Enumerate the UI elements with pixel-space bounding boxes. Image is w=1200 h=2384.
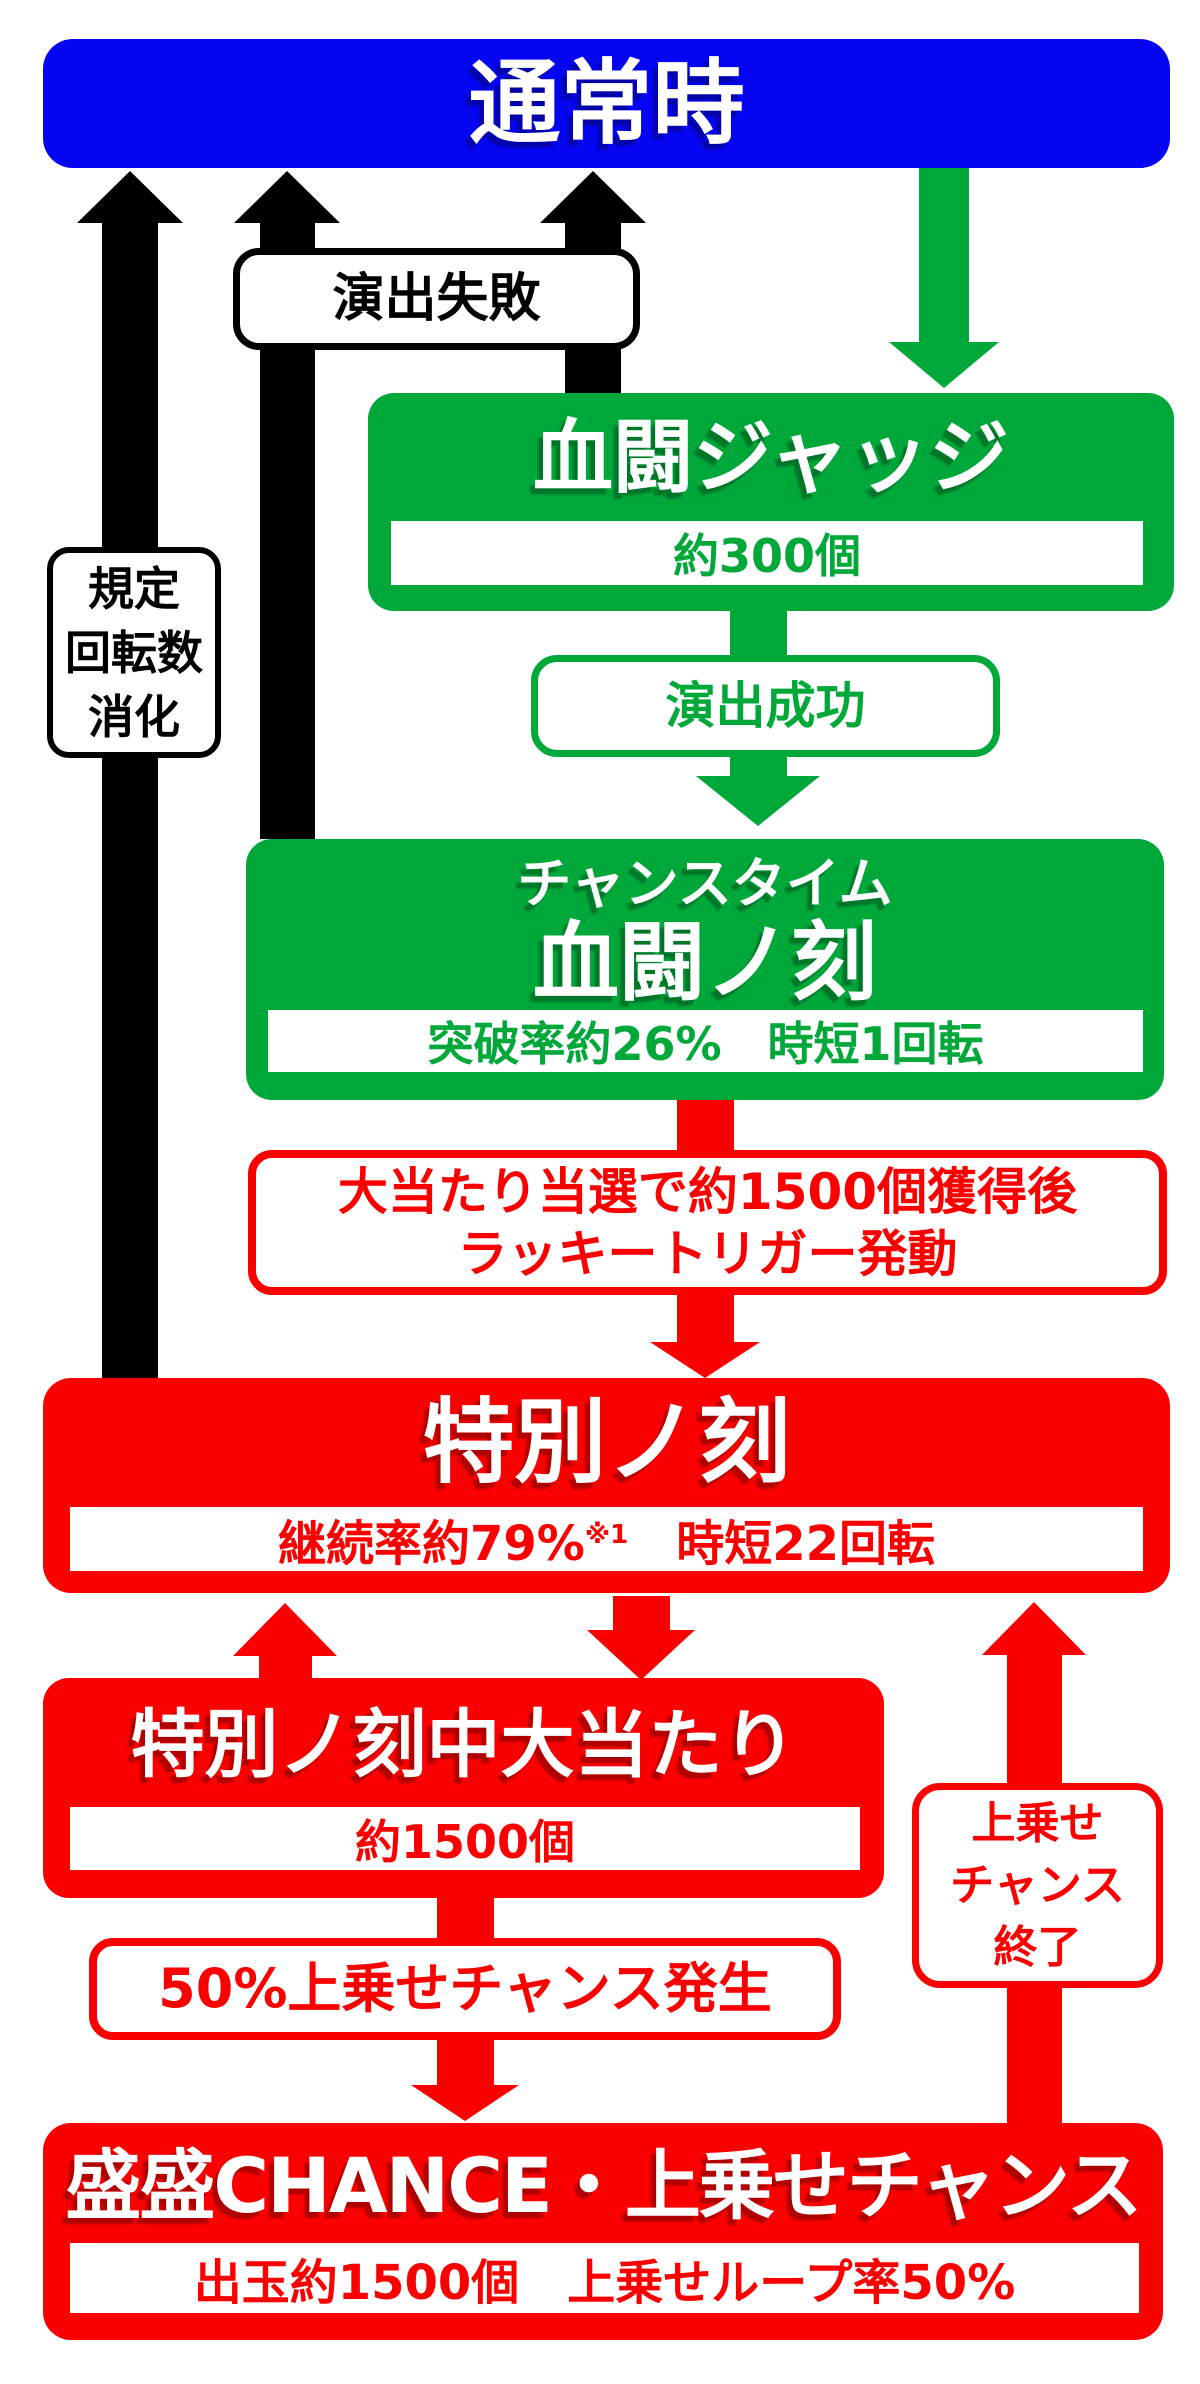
black-up-arrow-3-head	[540, 171, 646, 223]
kettou-no-koku-stats: 突破率約26% 時短1回転	[427, 1017, 984, 1071]
lucky-trigger-box: 大当たり当選で約1500個獲得後 ラッキートリガー発動	[248, 1150, 1167, 1295]
lucky-trigger-line2: ラッキートリガー発動	[457, 1224, 958, 1283]
red-down-arrow-mid-tail	[613, 1596, 670, 1632]
enshutsu-shippai-box: 演出失敗	[233, 248, 640, 350]
kettou-judge-title: 血闘ジャッジ	[533, 411, 1009, 504]
uwanose-hassei-label: 50%上乗せチャンス発生	[158, 1957, 772, 2020]
uwanose-end-box: 上乗せ チャンス 終了	[912, 1783, 1163, 1988]
tokubetsu-jackpot-payout: 約1500個	[354, 1814, 576, 1869]
kettou-judge-payout-strip: 約300個	[391, 521, 1143, 585]
uwanose-hassei-box: 50%上乗せチャンス発生	[89, 1938, 841, 2040]
red-up-arrow-right-head	[982, 1602, 1086, 1655]
red-up-arrow-left-head	[233, 1603, 337, 1656]
black-up-arrow-1-tail	[102, 221, 158, 1378]
kettou-no-koku-box: チャンスタイム 血闘ノ刻 突破率約26% 時短1回転	[246, 839, 1164, 1100]
red-down-arrow-mid-head	[587, 1630, 695, 1680]
tokubetsu-stats-suffix: 時短22回転	[628, 1516, 936, 1572]
green-down-arrow-2-head	[696, 776, 820, 826]
red-down-arrow-bottom-tail	[437, 2038, 494, 2087]
kettou-no-koku-title: 血闘ノ刻	[533, 913, 877, 1013]
uwanose-end-line-3: 終了	[993, 1921, 1082, 1973]
enshutsu-seikou-label: 演出成功	[665, 677, 866, 735]
tokubetsu-no-koku-title: 特別ノ刻	[422, 1389, 791, 1496]
red-up-arrow-left-tail	[259, 1656, 312, 1680]
kettou-judge-box: 血闘ジャッジ 約300個	[368, 393, 1174, 611]
kitei-line-1: 規定	[88, 561, 180, 616]
morimori-box: 盛盛CHANCE・上乗せチャンス 出玉約1500個 上乗せループ率50%	[43, 2123, 1163, 2340]
tokubetsu-no-koku-stats-strip: 継続率約79%※1 時短22回転	[70, 1507, 1143, 1572]
kitei-line-3: 消化	[88, 689, 180, 744]
tokubetsu-jackpot-title: 特別ノ刻中大当たり	[130, 1702, 797, 1788]
kitei-box: 規定 回転数 消化	[47, 547, 221, 758]
lucky-trigger-line1: 大当たり当選で約1500個獲得後	[337, 1162, 1078, 1221]
uwanose-end-line-2: チャンス	[950, 1859, 1125, 1911]
tokubetsu-stats-prefix: 継続率約79%	[277, 1516, 585, 1572]
red-connector-jackpot-tail	[437, 1896, 494, 1940]
kettou-judge-payout: 約300個	[672, 529, 862, 583]
uwanose-end-line-1: 上乗せ	[971, 1797, 1104, 1849]
black-up-arrow-2-head	[234, 171, 340, 223]
morimori-title: 盛盛CHANCE・上乗せチャンス	[65, 2141, 1142, 2230]
green-down-arrow-1-tail	[919, 168, 969, 344]
green-down-arrow-1-head	[889, 342, 999, 388]
tokubetsu-no-koku-box: 特別ノ刻 継続率約79%※1 時短22回転	[43, 1378, 1170, 1593]
normal-state-title: 通常時	[468, 50, 745, 157]
red-down-arrow-bottom-head	[411, 2085, 519, 2121]
enshutsu-seikou-box: 演出成功	[531, 655, 1000, 757]
tokubetsu-stats-note: ※1	[584, 1520, 629, 1550]
tokubetsu-jackpot-payout-strip: 約1500個	[70, 1807, 860, 1870]
morimori-stats-strip: 出玉約1500個 上乗せループ率50%	[70, 2243, 1139, 2313]
red-down-arrow-lt-head	[650, 1342, 760, 1378]
kettou-no-koku-subtitle: チャンスタイム	[517, 852, 893, 915]
enshutsu-shippai-label: 演出失敗	[332, 269, 541, 329]
kettou-no-koku-stats-strip: 突破率約26% 時短1回転	[268, 1010, 1143, 1072]
kitei-line-2: 回転数	[65, 625, 203, 680]
normal-state-box: 通常時	[43, 39, 1170, 168]
black-up-arrow-1-head	[77, 171, 183, 223]
morimori-stats: 出玉約1500個 上乗せループ率50%	[193, 2255, 1016, 2311]
tokubetsu-jackpot-box: 特別ノ刻中大当たり 約1500個	[43, 1678, 884, 1898]
